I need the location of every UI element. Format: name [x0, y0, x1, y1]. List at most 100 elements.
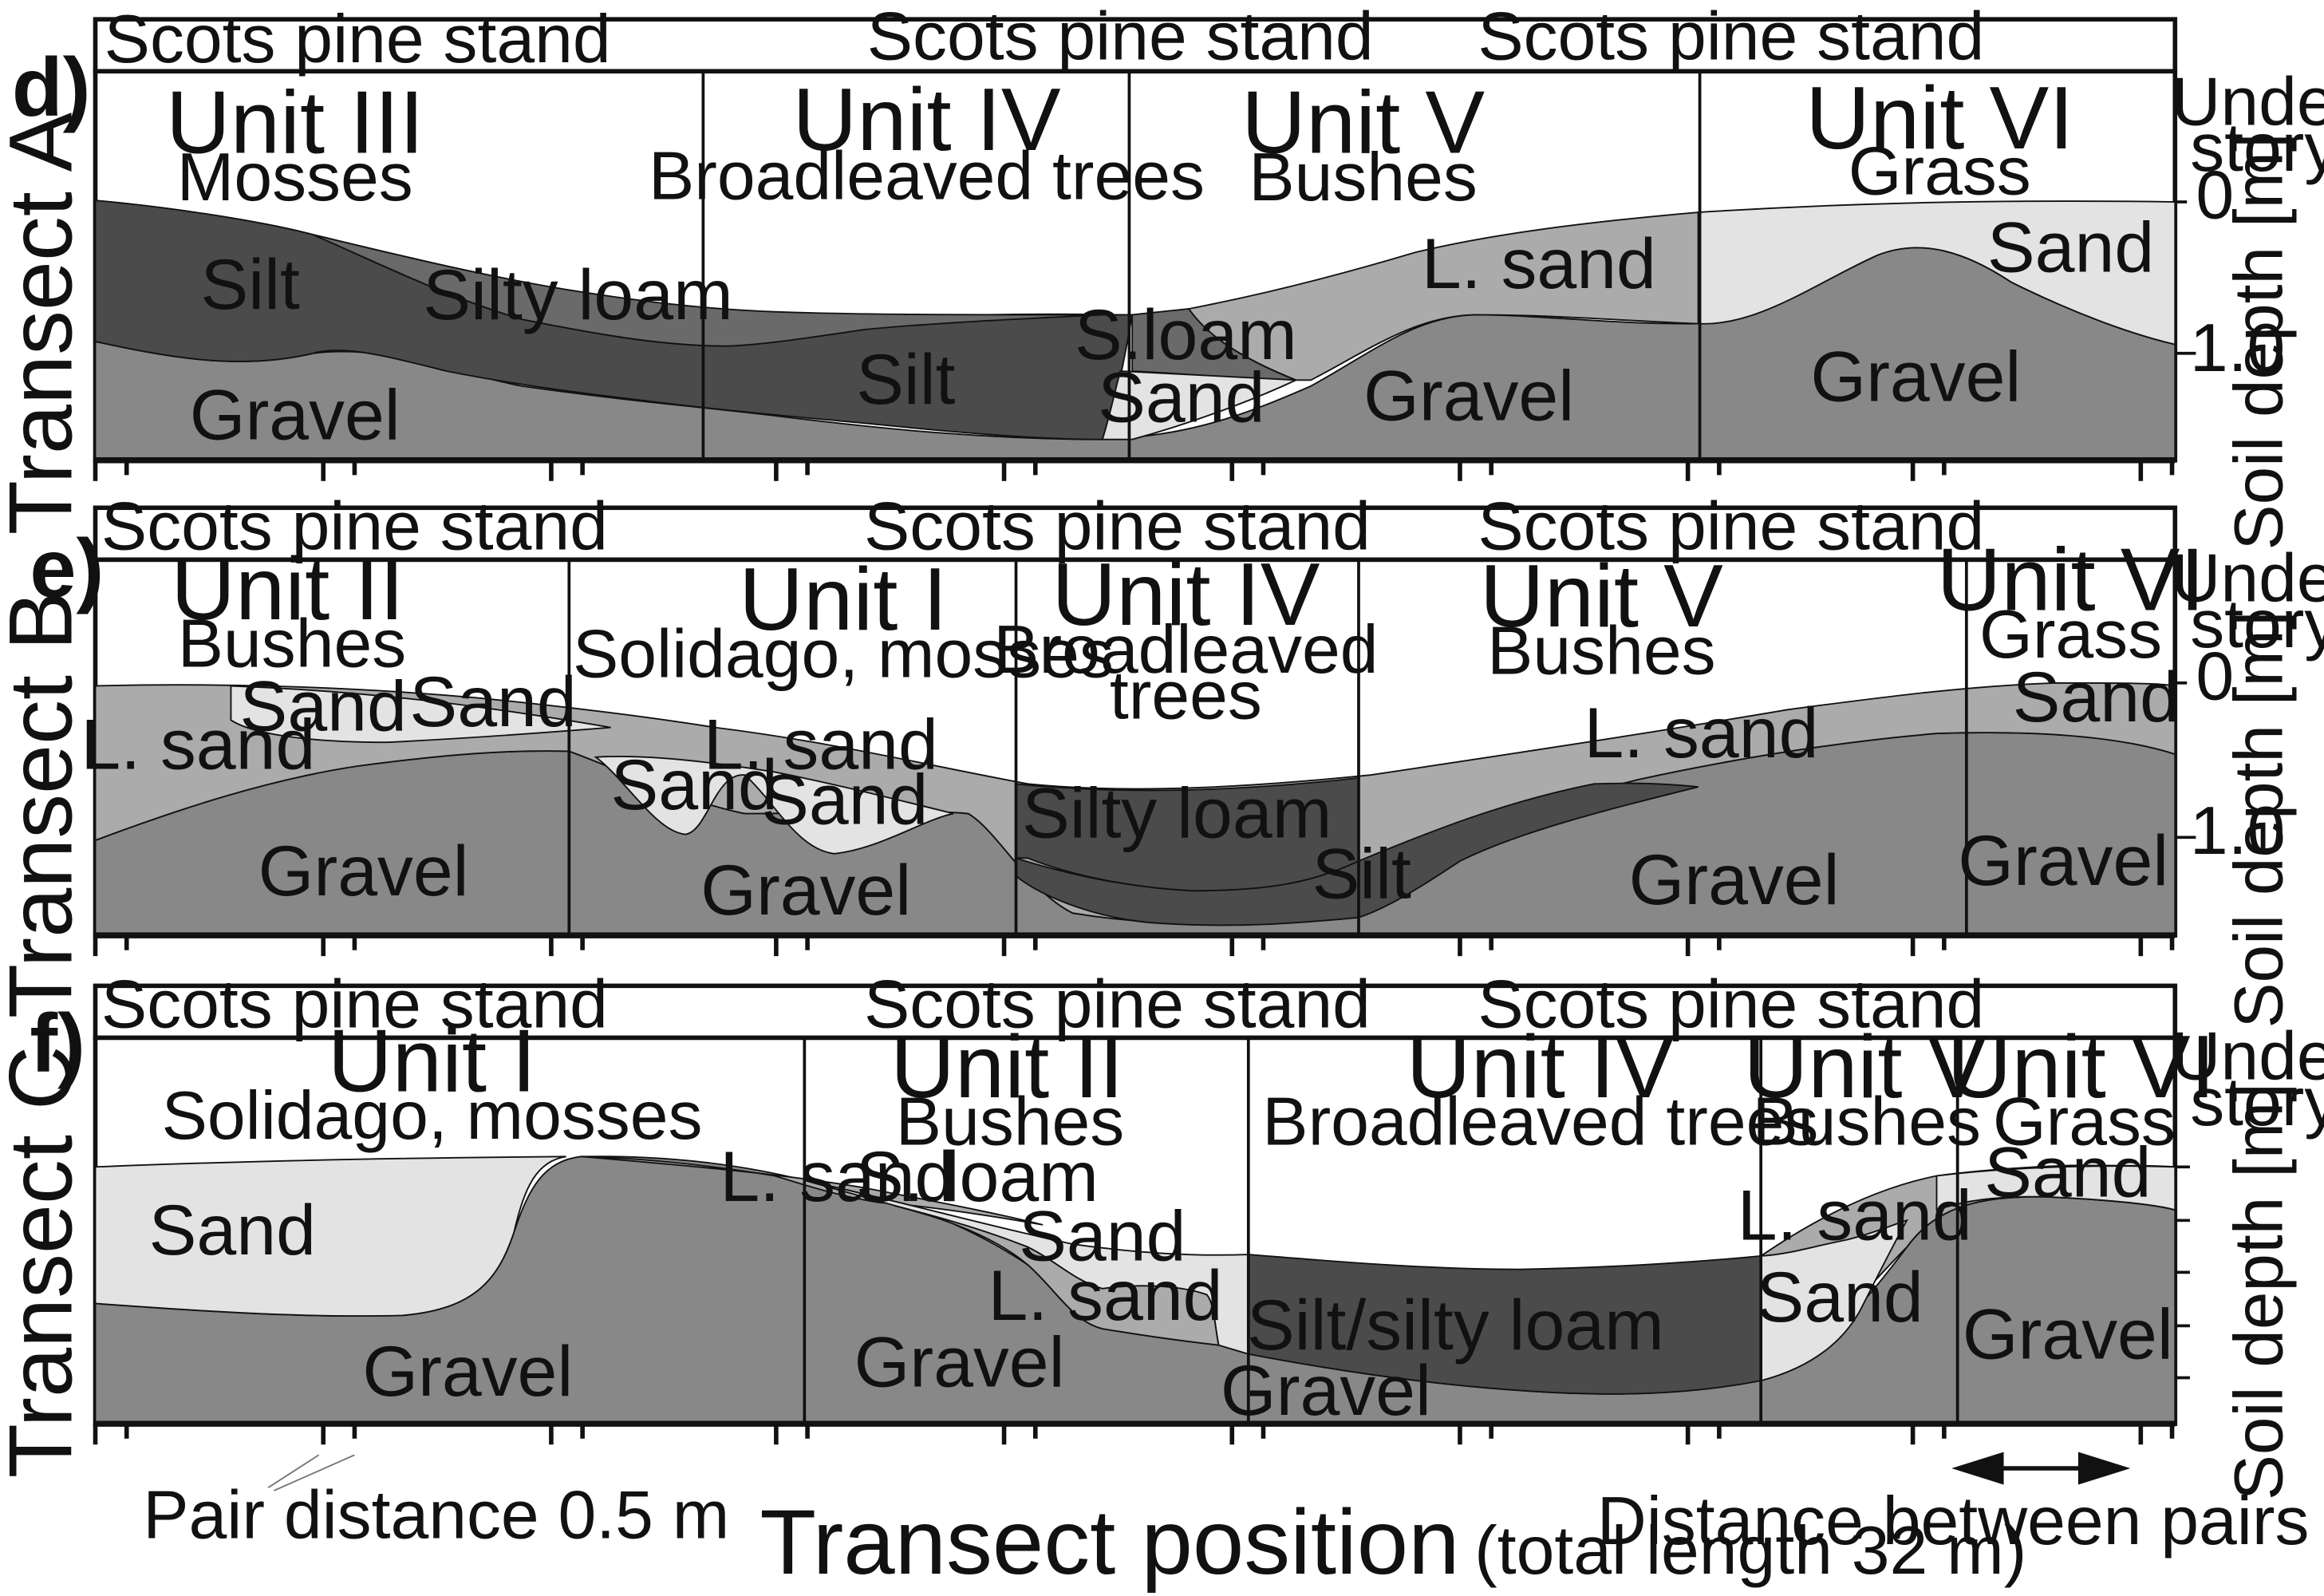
panel-f-unit-veg: Broadleaved trees [1262, 1084, 1818, 1160]
panel-d-soil-label: Sand [1098, 358, 1265, 437]
panel-f-unit-name: Unit V [1743, 1017, 1987, 1116]
panel-f-stand-2: Scots pine stand [864, 966, 1371, 1043]
panel-e-silt-layer [1015, 782, 1699, 926]
panel-f-soil-label: Sand [1984, 1132, 2151, 1212]
panel-f-unit-veg: Solidago, mosses [162, 1077, 703, 1154]
panel-f-letter: f) [30, 998, 85, 1090]
panel-f-soil-label: L. sand [988, 1255, 1223, 1335]
panel-f-transect-label: Transect C [0, 1046, 91, 1479]
panel-e-unit-veg: Bushes [1487, 613, 1715, 689]
panel-d-sand-layer [1697, 200, 2176, 346]
panel-e-sand-pocket [230, 685, 611, 744]
panel-e-stand-1: Scots pine stand [101, 488, 608, 565]
footer: Pair distance 0.5 m Transect position(to… [143, 1452, 2324, 1594]
panel-f-understory-label: Understory [2171, 1018, 2324, 1140]
panel-d-unit-veg: Mosses [177, 139, 413, 215]
panel-d-soil-label: Silt [856, 339, 956, 419]
panel-f-soil-label: Gravel [1963, 1294, 2173, 1373]
panel-f-soil-label: Sand [1019, 1196, 1186, 1276]
panel-e-soil-label: Sand [2013, 657, 2180, 737]
panel-e-stand-3: Scots pine stand [1478, 488, 1984, 565]
panel-e-soil-label: Sand [409, 662, 576, 741]
panel-f-soil-label: Sand [149, 1190, 316, 1270]
panel-f-stand-1: Scots pine stand [101, 966, 608, 1043]
panel-d-unit-veg: Bushes [1249, 139, 1477, 215]
panel-d-stand-3: Scots pine stand [1478, 0, 1984, 74]
panel-d-stand-2: Scots pine stand [867, 0, 1374, 74]
panel-e-stand-2: Scots pine stand [864, 488, 1371, 565]
panel-d-letter: d) [12, 41, 91, 134]
panel-e-understory-label: Understory [2171, 540, 2324, 662]
panel-f-soil-label: Sand [1756, 1257, 1923, 1337]
panel-e-depth-tick-0: 0 [2196, 638, 2234, 714]
panel-e-x-ticks [93, 935, 2175, 957]
panel-f-depth-axis-title: Soil depth [m] [2221, 1083, 2298, 1500]
panel-d-silty-loam-layer [312, 234, 1103, 347]
panel-d-depth-axis-title: Soil depth [m] [2221, 132, 2298, 550]
panel-e-unit-name: Unit IV [1052, 544, 1320, 644]
panel-d-unit-veg: Broadleaved trees [649, 137, 1205, 214]
panel-d-soil-label: L. sand [1422, 223, 1656, 303]
panel-e-unit-veg: Solidago, mosses [573, 616, 1114, 693]
panel-e-soil-label: Gravel [1629, 839, 1840, 919]
panel-f-sand-layer [1935, 1165, 2176, 1211]
panel-e-sand-pocket [594, 755, 954, 855]
panel-f-unit-veg: Grass [1993, 1084, 2176, 1160]
panel-f-soil-label: Silt/silty loam [1247, 1285, 1664, 1365]
pair-distance-note: Pair distance 0.5 m [143, 1477, 729, 1554]
panel-d-soil-label: Silt [200, 244, 300, 324]
panel-f-sand-pocket [1760, 1219, 1909, 1382]
panel-d-soil-label: Gravel [1810, 336, 2021, 416]
panel-f-unit-veg: Bushes [896, 1084, 1124, 1160]
panel-e-soil-label: Silty loam [1022, 772, 1332, 852]
panel-f-soil-label: S. loam [856, 1136, 1099, 1216]
panel-d-unit-name: Unit III [166, 73, 424, 172]
panel-f-sand-layer [94, 1156, 566, 1317]
panel-f-lsand-layer [894, 1204, 1220, 1346]
panel-d-transect-label: Transect A [0, 112, 91, 535]
panel-e-soil-label: Gravel [700, 850, 911, 930]
panel-e-soil-label: Silt [1312, 834, 1411, 914]
panel-e-letter: e) [30, 523, 104, 615]
panel-d-unit-veg: Grass [1849, 133, 2031, 210]
pair-spacing-note: Distance between pairs 3.0 m [1597, 1483, 2324, 1559]
panel-f-soil-label: Gravel [1221, 1350, 1431, 1430]
panel-f-sloam-layer [581, 1156, 1044, 1226]
panel-f-unit-name: Unit IV [1407, 1017, 1675, 1116]
panel-f-unit-name: Unit I [328, 1011, 536, 1111]
panel-e-unit-name: Unit V [1480, 546, 1723, 646]
panel-e-depth-tick-1: 1.0 [2190, 792, 2285, 869]
panel-f-soil-label: Gravel [854, 1322, 1065, 1402]
panel-d-unit-name: Unit VI [1805, 68, 2073, 168]
panel-e-soil-label: Gravel [1958, 820, 2168, 900]
panel-e-unit-veg: Grass [1979, 596, 2162, 673]
panel-d-stand-1: Scots pine stand [105, 1, 611, 77]
panel-f-unit-veg: Bushes [1753, 1084, 1981, 1160]
panel-e-unit-veg: Bushes [178, 605, 406, 681]
panel-d-unit-name: Unit V [1241, 73, 1485, 172]
panel-d-unit-name: Unit IV [792, 69, 1061, 169]
panel-f-soil-label: Gravel [362, 1331, 573, 1411]
panel-e-soil-label: Sand [240, 666, 407, 745]
panel-f-unit-name: Unit VI [1947, 1017, 2215, 1116]
panel-e-soil-label: Gravel [258, 831, 469, 911]
panel-f-soil-label: L. sand [720, 1136, 954, 1216]
panel-f-stand-3: Scots pine stand [1478, 966, 1984, 1043]
panel-d-soil-label: Gravel [1363, 356, 1574, 436]
panel-d: Scots pine stand Scots pine stand Scots … [0, 0, 2324, 550]
panel-d-depth-tick-1: 1.0 [2190, 310, 2285, 386]
panel-d-soil-label: Sand [1987, 207, 2154, 287]
panel-d-sand-pocket [1101, 370, 1296, 440]
panel-e-depth-axis-title: Soil depth [m] [2221, 610, 2298, 1028]
panel-e-soil-label: L. sand [704, 705, 938, 784]
panel-e-unit-name: Unit II [171, 539, 404, 638]
panel-d-x-ticks [93, 460, 2175, 481]
panel-e-unit-name: Unit VI [1936, 530, 2204, 630]
panel-f-soil-label: L. sand [1738, 1175, 1972, 1255]
panel-e: Scots pine stand Scots pine stand Scots … [0, 488, 2324, 1029]
panel-e-unit-name: Unit I [739, 549, 947, 649]
panel-d-soil-label: Gravel [190, 375, 400, 455]
panel-e-transect-label: Transect B [0, 591, 91, 1019]
